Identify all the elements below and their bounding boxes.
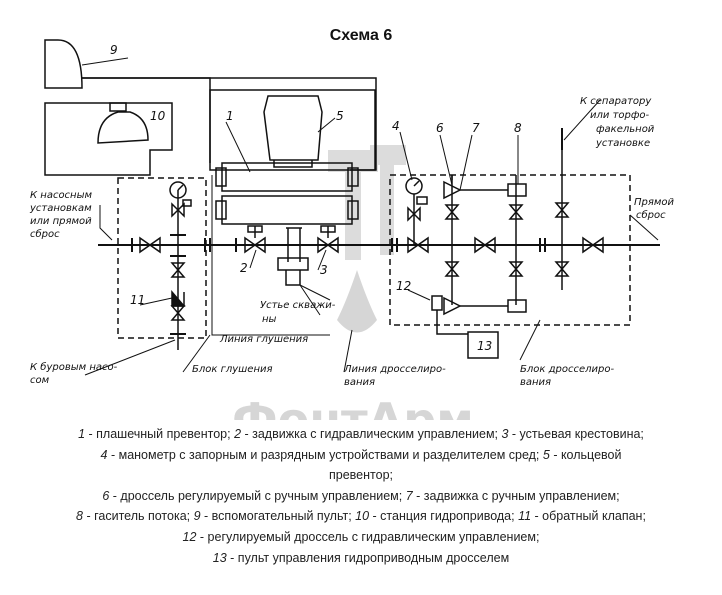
kill-block-label: Блок глушения <box>192 364 273 375</box>
left-inlet-line-1: К насосным <box>30 190 92 201</box>
right-top-line-3: факельной <box>596 124 655 135</box>
left-inlet-line-4: сброс <box>30 228 60 240</box>
callout-13: 13 <box>477 339 492 353</box>
legend-line: 6 - дроссель регулируемый с ручным управ… <box>102 488 620 503</box>
right-top-line-4: установке <box>595 138 650 149</box>
legend-line: 12 - регулируемый дроссель с гидравличес… <box>182 529 540 544</box>
choke-block-line-2: вания <box>520 377 551 388</box>
callout-10: 10 <box>150 109 166 123</box>
choke-control-panel-13 <box>467 331 499 359</box>
to-pumps-line-2: сом <box>30 375 50 386</box>
callout-11: 11 <box>130 293 145 307</box>
kill-line-label: Линия глушения <box>219 334 308 345</box>
legend-line: 1 - плашечный превентор; 2 - задвижка с … <box>78 427 644 441</box>
ram-preventer-1 <box>215 162 359 225</box>
right-top-line-2: или торфо- <box>590 110 650 121</box>
schematic: ФонтАрм <box>29 39 675 420</box>
wellhead-line-2: ны <box>262 314 277 325</box>
callout-4: 4 <box>392 119 400 133</box>
choke-line-line-1: Линия дросселиро- <box>343 364 446 375</box>
legend-caption: 1 - плашечный превентор; 2 - задвижка с … <box>20 424 702 568</box>
right-top-line-1: К сепаратору <box>580 96 652 107</box>
callout-5: 5 <box>336 109 344 123</box>
legend-line: 13 - пульт управления гидроприводным дро… <box>212 550 510 565</box>
bop-housing <box>209 89 376 171</box>
wellhead-cross-3 <box>277 227 309 286</box>
watermark-text: ФонтАрм <box>232 393 474 420</box>
legend-line: 4 - манометр с запорным и разрядным устр… <box>100 447 622 462</box>
callout-12: 12 <box>396 279 411 293</box>
diagram-title: Схема 6 <box>329 27 393 44</box>
kill-block-frame <box>117 177 207 339</box>
callout-2: 2 <box>240 261 248 275</box>
wellhead-line-1: Устье скважи- <box>260 300 336 311</box>
control-panel-9 <box>44 39 83 89</box>
valve <box>139 236 604 254</box>
choke-block-line-1: Блок дросселиро- <box>520 364 614 375</box>
legend-line: 8 - гаситель потока; 9 - вспомогательный… <box>76 509 646 524</box>
right-outlet-line-1: Прямой <box>634 197 675 208</box>
callout-9: 9 <box>110 43 118 57</box>
left-inlet-line-2: установкам <box>29 203 92 214</box>
choke-block-frame <box>389 174 631 326</box>
callout-7: 7 <box>472 121 480 135</box>
callout-6: 6 <box>436 121 444 135</box>
left-inlet-line-3: или прямой <box>30 216 92 227</box>
right-outlet-line-2: сброс <box>636 209 666 221</box>
hydraulic-station-10 <box>44 102 173 176</box>
annular-preventer-5 <box>263 95 323 168</box>
watermark: ФонтАрм <box>232 145 474 420</box>
callout-8: 8 <box>514 121 522 135</box>
choke-line-line-2: вания <box>344 377 375 388</box>
callout-3: 3 <box>320 263 328 277</box>
legend-line: превентор; <box>329 468 393 483</box>
callout-1: 1 <box>226 109 234 123</box>
to-pumps-line-1: К буровым насо- <box>30 361 118 373</box>
